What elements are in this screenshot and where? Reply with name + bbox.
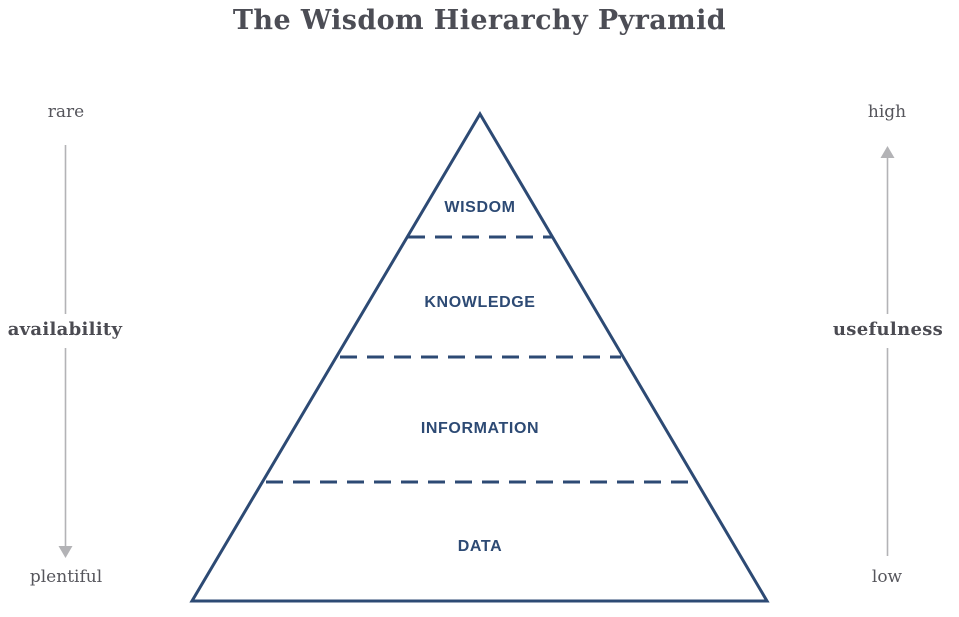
availability-bottom-label: plentiful [29,567,103,587]
level-label-data: DATA [457,538,503,555]
usefulness-top-label: high [867,102,907,122]
usefulness-axis [880,146,895,556]
usefulness-axis-label: usefulness [832,319,944,340]
up-arrowhead-icon [880,146,895,158]
level-label-knowledge: KNOWLEDGE [424,294,536,311]
pyramid-outline [189,111,770,603]
availability-axis [58,145,73,558]
usefulness-bottom-label: low [871,567,903,587]
level-label-information: INFORMATION [420,420,540,437]
page-title: The Wisdom Hierarchy Pyramid [232,5,727,36]
availability-axis-label: availability [7,319,123,340]
level-label-wisdom: WISDOM [444,199,516,216]
down-arrowhead-icon [58,546,73,558]
availability-top-label: rare [47,102,85,122]
